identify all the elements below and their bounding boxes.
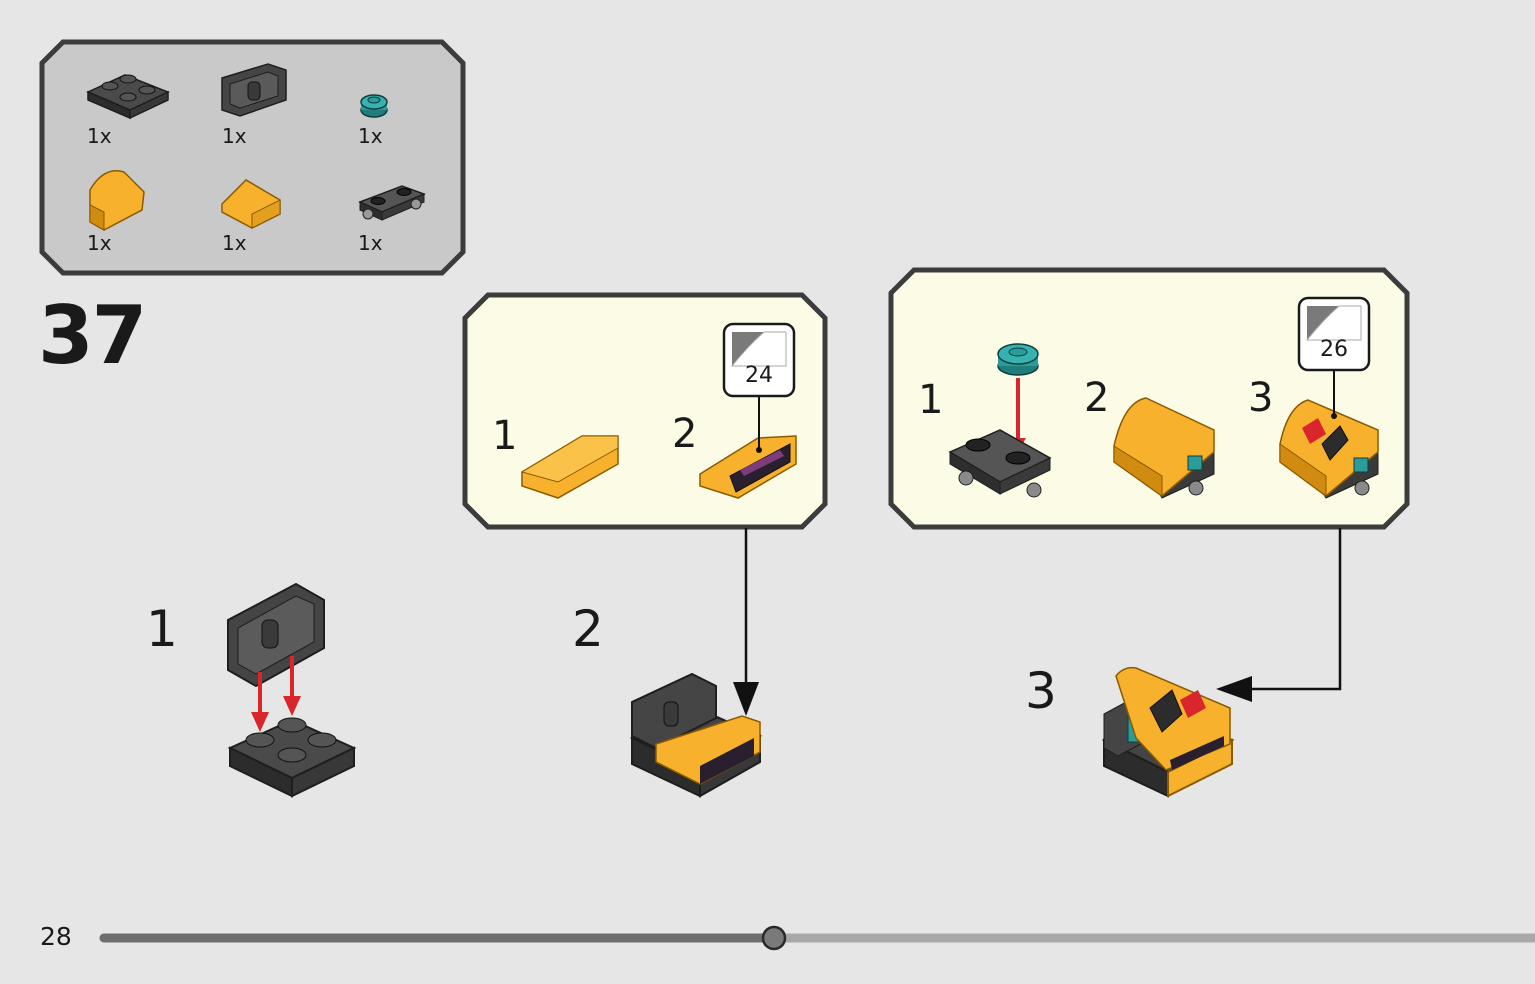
sticker-number-24: 24 (745, 363, 773, 388)
callout-a-stickered-piece (699, 435, 797, 499)
sticker-number-26: 26 (1320, 337, 1348, 362)
part-qty-hinge: 1x (222, 124, 247, 148)
hinge-brick-part-icon (221, 63, 287, 117)
callout-b-round-plate (997, 343, 1039, 376)
part-qty-round-plate: 1x (358, 124, 383, 148)
round-plate-part-icon (360, 94, 388, 118)
callout-b-step-1: 1 (918, 377, 944, 423)
sticker-badge-24 (722, 322, 796, 453)
substep-number-3: 3 (1025, 662, 1057, 720)
step-number: 37 (38, 289, 147, 382)
plate-2x2-part-icon (86, 74, 170, 120)
substep-2-assembly (629, 672, 763, 798)
callout-a-step-2: 2 (672, 411, 698, 457)
callout-a-slope-piece (520, 435, 619, 499)
substep-3-assembly (1101, 666, 1235, 798)
callout-b-wheel-plate (948, 429, 1052, 498)
callout-b-step-2: 2 (1084, 375, 1110, 421)
callout-a-connector (733, 528, 759, 716)
part-qty-wheel-plate: 1x (358, 231, 383, 255)
sticker-badge-26 (1297, 296, 1371, 419)
progress-bar (99, 925, 1535, 951)
curved-slope-part-icon (89, 170, 145, 231)
substep-number-2: 2 (572, 600, 604, 658)
substep-number-1: 1 (146, 600, 178, 658)
wheel-plate-part-icon (358, 185, 427, 221)
slope-part-icon (221, 179, 281, 229)
callout-b-slope-assembly (1113, 397, 1215, 499)
callout-a-step-1: 1 (492, 413, 518, 459)
substep-1-assembly (227, 582, 357, 798)
part-qty-plate: 1x (87, 124, 112, 148)
part-qty-slope: 1x (222, 231, 247, 255)
part-qty-curved-slope: 1x (87, 231, 112, 255)
callout-b-stickered-assembly (1279, 399, 1379, 499)
callout-b-step-3: 3 (1248, 375, 1274, 421)
callout-b-connector (1216, 528, 1342, 702)
page-number: 28 (40, 922, 72, 951)
